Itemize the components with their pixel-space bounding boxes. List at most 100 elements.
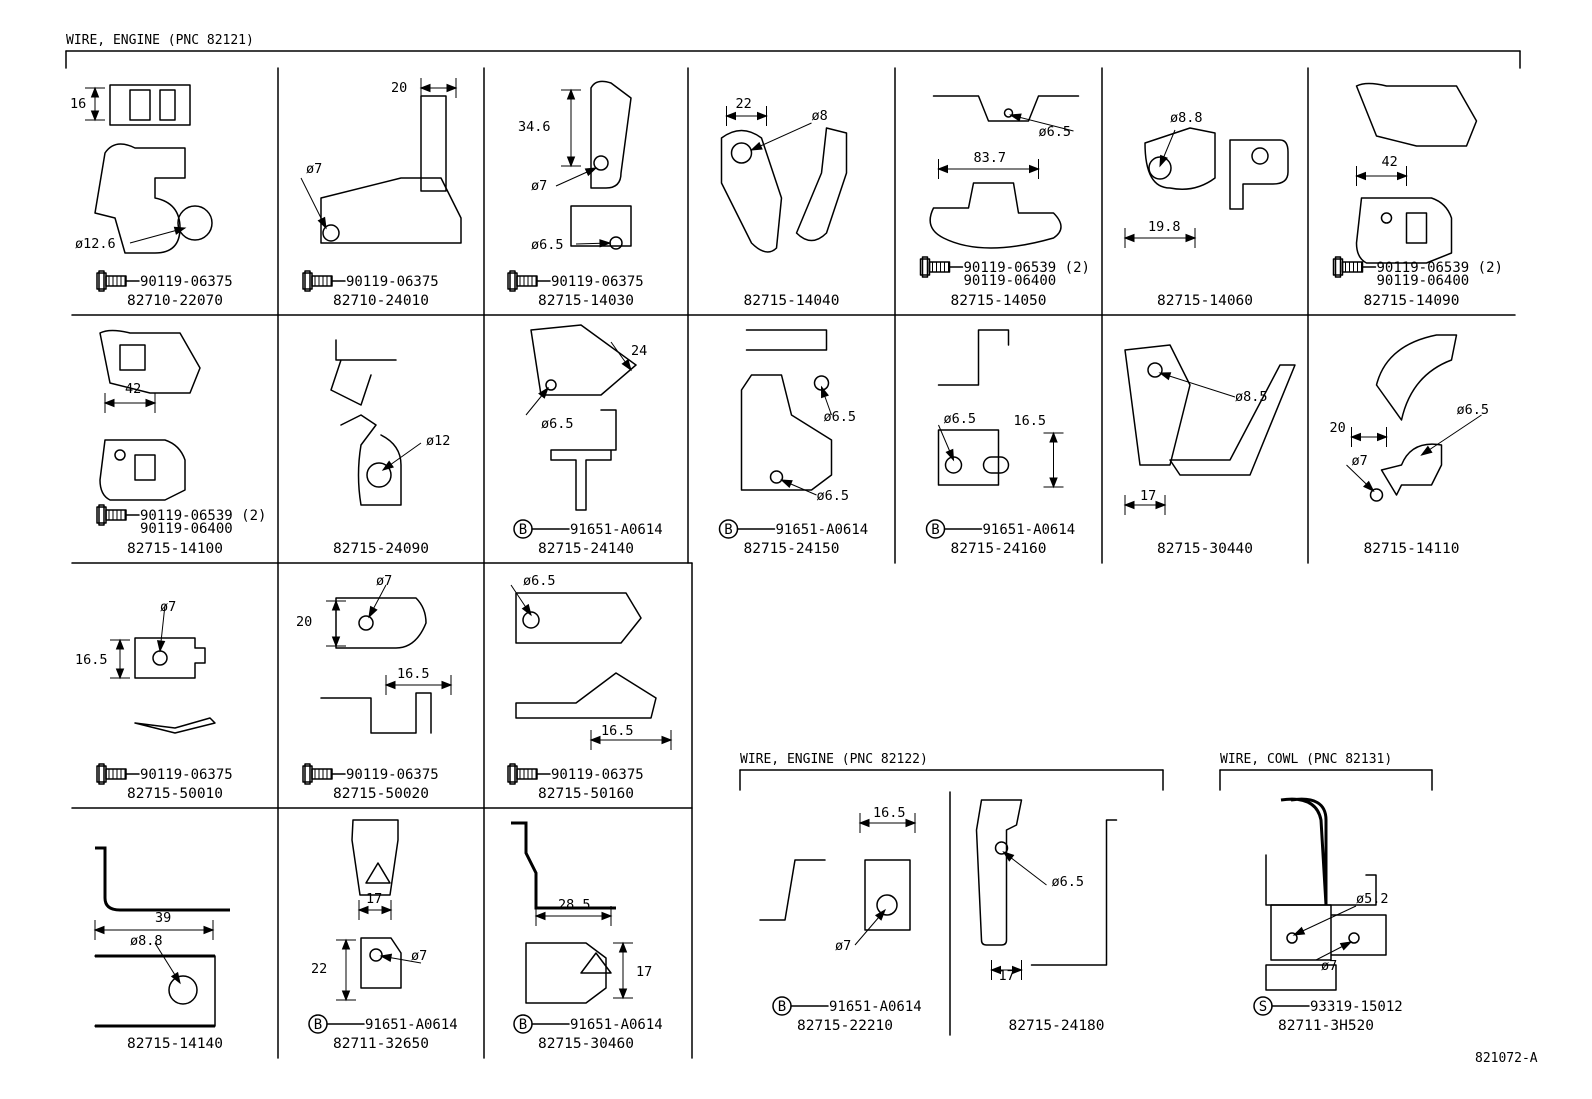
slot-outline: [134, 454, 156, 481]
hole-outline: [369, 948, 383, 962]
bracket-outline: [932, 95, 1080, 122]
arrow-head: [317, 216, 327, 230]
fastener-number: 90119-06539 (2): [1377, 260, 1503, 276]
svg-text:S: S: [1259, 999, 1267, 1015]
bolt-icon: [96, 504, 127, 526]
bracket-outline: [515, 672, 657, 719]
fastener-number: 90119-06375: [140, 274, 233, 290]
dimension-label: ø12.6: [75, 236, 116, 252]
fastener-number: 90119-06375: [551, 767, 644, 783]
dimension-label: 83.7: [974, 150, 1007, 166]
part-cell: ø8.8 19.8 82715-14060: [1123, 110, 1289, 309]
arrow-head: [589, 735, 601, 745]
part-number: 82715-30440: [1157, 541, 1253, 557]
dimension-label: 20: [296, 614, 312, 630]
bracket-outline: [320, 692, 432, 734]
dimension-label: ø6.5: [531, 237, 564, 253]
section-title: WIRE, ENGINE (PNC 82121): [66, 33, 254, 48]
dimension-label: 17: [636, 964, 652, 980]
dimension-label: 19.8: [1148, 219, 1181, 235]
arrow-head: [584, 167, 598, 177]
hole-outline: [1348, 932, 1360, 944]
bracket-outline: [740, 329, 833, 491]
clip-outline: [330, 339, 397, 406]
clip-outline: [1265, 854, 1377, 906]
wire-loop: [1280, 797, 1328, 906]
arrow-head: [566, 88, 576, 100]
arrow-head: [115, 668, 125, 680]
hole-outline: [994, 841, 1009, 855]
bolt-icon: [919, 256, 951, 278]
bolt-icon: [507, 270, 538, 292]
dimension-label: ø7: [835, 938, 851, 954]
svg-text:B: B: [314, 1017, 322, 1033]
part-number: 82715-14060: [1157, 293, 1253, 309]
arrow-head: [538, 386, 549, 399]
dimension-label: ø6.5: [817, 488, 850, 504]
fastener-number: 90119-06539 (2): [964, 260, 1090, 276]
dimension-label: ø7: [531, 178, 547, 194]
bracket-outline: [1229, 139, 1289, 210]
dimension-label: 20: [391, 80, 407, 96]
bolt-b-icon: B: [718, 519, 739, 539]
dimension-label: 16.5: [1014, 413, 1047, 429]
dimension-label: ø7: [376, 573, 392, 589]
clip-outline: [351, 819, 399, 896]
bracket-outline: [99, 439, 186, 501]
arrow-head: [341, 990, 351, 1002]
dimension-label: 39: [155, 910, 171, 926]
clip-outline: [109, 84, 191, 126]
arrow-head: [990, 965, 1001, 975]
hole-outline: [593, 155, 609, 171]
dimension-label: ø8.8: [1170, 110, 1203, 126]
part-number: 82715-14090: [1363, 293, 1459, 309]
bracket-outline: [759, 859, 826, 921]
bolt-b-icon: B: [513, 519, 533, 539]
leader-line: [1010, 114, 1074, 132]
clip-outline: [1265, 904, 1387, 991]
bracket-outline: [1124, 344, 1191, 466]
arrow-head: [1159, 154, 1168, 168]
part-number: 82710-22070: [127, 293, 223, 309]
arrow-head: [618, 988, 628, 1000]
part-number: 82711-32650: [333, 1036, 429, 1052]
arrow-head: [1158, 372, 1172, 381]
svg-text:B: B: [778, 999, 786, 1015]
hole-outline: [168, 975, 198, 1005]
part-number: 82715-50160: [538, 786, 634, 802]
arrow-head: [115, 638, 125, 650]
hole-outline: [177, 205, 213, 241]
bolt-icon: [1332, 256, 1364, 278]
arrow-head: [534, 911, 546, 921]
dimension-label: 42: [1382, 154, 1398, 170]
arrow-head: [621, 359, 632, 372]
svg-text:B: B: [931, 522, 939, 538]
clip-outline: [864, 859, 911, 931]
bolt-b-icon: B: [772, 996, 792, 1016]
bolt-icon: [302, 763, 333, 785]
dimension-label: 17: [999, 968, 1015, 984]
bracket-outline: [795, 127, 848, 242]
fastener-number: 91651-A0614: [983, 522, 1076, 538]
hole-outline: [522, 611, 540, 629]
arrow-head: [331, 636, 341, 648]
arrow-head: [170, 971, 181, 985]
arrow-head: [441, 680, 453, 690]
arrow-head: [820, 385, 829, 399]
hole-outline: [358, 615, 374, 631]
arrow-head: [601, 911, 613, 921]
dimension-label: 16.5: [75, 652, 108, 668]
part-number: 82715-30460: [538, 1036, 634, 1052]
